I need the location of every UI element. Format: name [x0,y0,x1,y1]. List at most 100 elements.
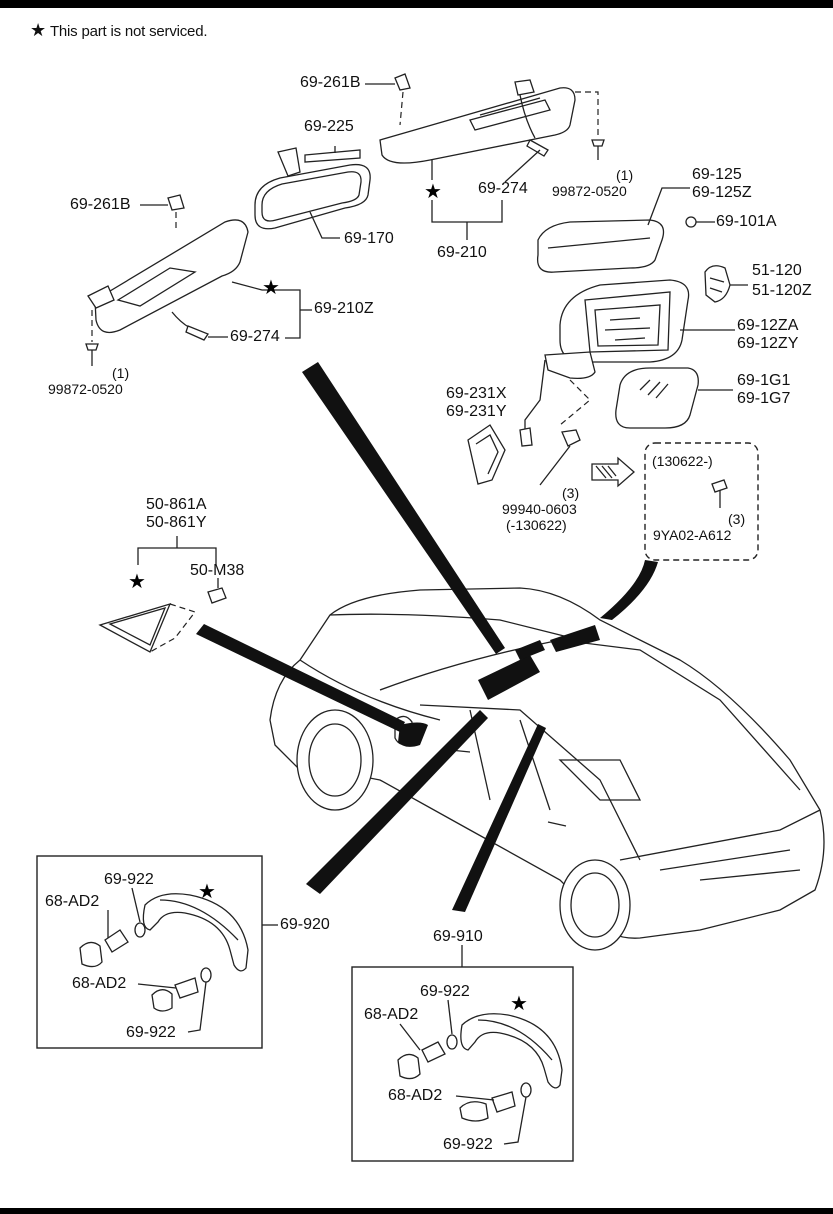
label-99872-top: 99872-0520 [552,183,627,199]
label-99940-qty: (3) [562,485,580,501]
grip-box-front [36,855,263,1049]
screw-top [591,139,605,160]
star-icon: ★ [30,20,46,40]
leader-69-922-d [503,1096,527,1145]
arrow-right-icon [591,456,635,488]
top-rule [0,0,833,8]
dashed-harness [559,379,591,426]
mirror-marker [398,722,428,747]
assist-grip-front [79,893,249,1012]
label-51-120Z: 51-120Z [752,282,812,299]
label-69-12ZY: 69-12ZY [737,335,799,352]
dashed-quarter [149,603,196,653]
service-note-text: This part is not serviced. [49,23,208,40]
headliner-marker-2 [550,625,600,652]
nut-99940 [561,429,581,447]
headliner-marker-3 [515,640,545,660]
label-69-231Y: 69-231Y [446,403,507,420]
service-note: ★This part is not serviced. [30,20,208,41]
leader-69-274-top [504,149,541,183]
star-icon: ★ [262,275,280,299]
label-99940-range: (-130622) [506,517,567,533]
label-69-922-b: 69-922 [126,1024,176,1041]
mirror-cover [536,219,665,273]
dashed-clip-top [399,91,404,126]
screw-left [85,343,99,366]
label-69-922-c: 69-922 [420,983,470,1000]
bottom-rule [0,1208,833,1214]
label-69-1G1: 69-1G1 [737,372,791,389]
label-69-125: 69-125 [692,166,742,183]
headliner-marker [478,655,540,700]
label-68-AD2-c: 68-AD2 [364,1006,419,1023]
label-69-125Z: 69-125Z [692,184,752,201]
label-69-12ZA: 69-12ZA [737,317,799,334]
label-99872-qty-left: (1) [112,365,130,381]
label-69-274-left: 69-274 [230,328,280,345]
pointer-grip-rear [452,724,546,912]
label-9YA02-qty: (3) [728,511,746,527]
pointer-grip-front [306,710,488,894]
bracket-69-210Z [231,281,301,339]
sun-visor-right [379,73,576,164]
label-99872-qty-top: (1) [616,167,634,183]
leader-68-AD2-b [137,983,177,989]
label-69-261B-left: 69-261B [70,196,131,213]
label-69-920: 69-920 [280,916,330,933]
label-130622: (130622-) [652,453,713,469]
label-99872-left: 99872-0520 [48,381,123,397]
mirror-harness [467,359,546,485]
star-icon: ★ [128,569,146,593]
leader-69-922-c [447,999,453,1035]
label-69-261B-top: 69-261B [300,74,361,91]
star-icon: ★ [510,991,528,1015]
label-50-861Y: 50-861Y [146,514,207,531]
star-icon: ★ [198,879,216,903]
label-9YA02: 9YA02-A612 [653,527,732,543]
vehicle-outline [269,587,825,951]
label-69-922-a: 69-922 [104,871,154,888]
label-69-210: 69-210 [437,244,487,261]
leader-68-AD2-c [399,1023,421,1051]
pointer-visor [302,362,505,654]
nut-69-101A [685,216,697,228]
label-69-1G7: 69-1G7 [737,390,791,407]
leader-69-170 [309,211,340,239]
label-68-AD2-d: 68-AD2 [388,1087,443,1104]
pointer-revision [600,560,658,620]
label-69-210Z: 69-210Z [314,300,374,317]
label-50-M38: 50-M38 [190,562,245,579]
assist-grip-rear [397,1013,563,1122]
turn-lamp [704,265,731,303]
label-69-231X: 69-231X [446,385,507,402]
label-69-274-top: 69-274 [478,180,528,197]
leader-69-922-a [131,887,141,923]
leader-99940 [539,445,571,486]
quarter-window [98,602,172,653]
label-69-922-d: 69-922 [443,1136,493,1153]
label-99940: 99940-0603 [502,501,577,517]
label-68-AD2-b: 68-AD2 [72,975,127,992]
leader-69-922-b [187,981,207,1033]
rear-view-mirror [254,147,371,230]
sun-visor-left [87,194,249,341]
bolt-9YA02 [711,479,728,508]
screw-50-M38 [207,587,227,604]
leader-69-125 [647,187,690,226]
label-69-225: 69-225 [304,118,354,135]
pointer-quarter-window [196,624,405,732]
label-69-910: 69-910 [433,928,483,945]
mirror-glass [615,367,699,429]
star-icon: ★ [424,179,442,203]
dashed-screw-top [575,91,599,138]
label-51-120: 51-120 [752,262,802,279]
door-mirror-body [544,279,690,380]
label-69-170: 69-170 [344,230,394,247]
bracket-69-210 [431,200,503,223]
leader-68-AD2-d [455,1095,495,1101]
label-68-AD2-a: 68-AD2 [45,893,100,910]
label-69-101A: 69-101A [716,213,777,230]
label-50-861A: 50-861A [146,496,207,513]
